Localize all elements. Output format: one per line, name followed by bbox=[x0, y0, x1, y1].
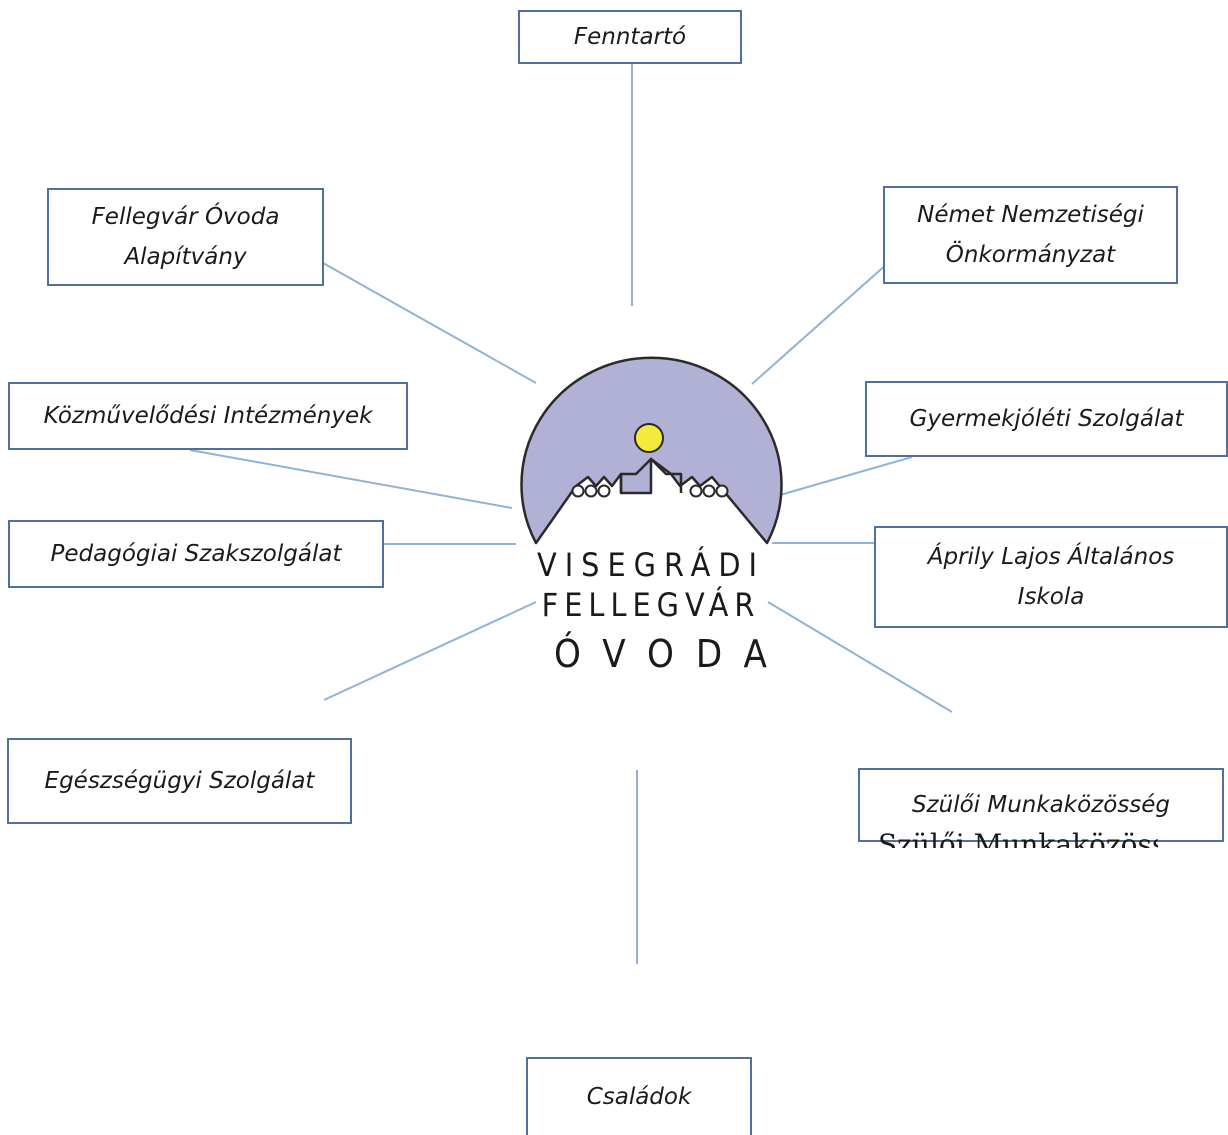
node-alapitvany: Fellegvár Óvoda Alapítvány bbox=[47, 188, 324, 286]
node-egeszsegugyi: Egészségügyi Szolgálat bbox=[7, 738, 352, 824]
node-label: Fellegvár Óvoda Alapítvány bbox=[91, 204, 280, 270]
node-label: Fenntartó bbox=[573, 24, 687, 50]
node-szuloi: Szülői Munkaközösség bbox=[858, 768, 1224, 842]
node-fenntarto: Fenntartó bbox=[518, 10, 742, 64]
sun-icon bbox=[634, 423, 664, 453]
arrow-icon bbox=[619, 457, 683, 493]
connector-alapitvany bbox=[322, 262, 537, 384]
people-right-icon bbox=[689, 484, 729, 498]
connector-gyermekjoleti bbox=[779, 456, 913, 496]
logo-line2: FELLEGVÁR bbox=[541, 586, 761, 624]
logo-line3: ÓVODA bbox=[554, 632, 789, 676]
node-kozmuvelodesi: Közművelődési Intézmények bbox=[8, 382, 408, 450]
node-label: Családok bbox=[586, 1084, 692, 1110]
people-left-icon bbox=[571, 484, 611, 498]
node-iskola: Áprily Lajos Általános Iskola bbox=[874, 526, 1228, 628]
node-pedagogiai: Pedagógiai Szakszolgálat bbox=[8, 520, 384, 588]
node-label: Német Nemzetiségi Önkormányzat bbox=[917, 202, 1144, 268]
logo-line1: VISEGRÁDI bbox=[537, 546, 765, 584]
node-label: Pedagógiai Szakszolgálat bbox=[50, 541, 342, 567]
duplicate-text-artifact: Szülői Munkaközösség bbox=[878, 828, 1158, 848]
connector-nemzetisegi bbox=[751, 262, 889, 385]
node-nemzetisegi: Német Nemzetiségi Önkormányzat bbox=[883, 186, 1178, 284]
node-label: Szülői Munkaközösség bbox=[911, 792, 1171, 818]
node-csaladok: Családok bbox=[526, 1057, 752, 1135]
connector-kozmuvelodesi bbox=[189, 449, 513, 509]
node-label: Közművelődési Intézmények bbox=[43, 403, 373, 429]
node-label: Egészségügyi Szolgálat bbox=[44, 768, 315, 794]
connector-szuloi bbox=[767, 601, 953, 713]
node-label: Gyermekjóléti Szolgálat bbox=[909, 406, 1184, 432]
node-gyermekjoleti: Gyermekjóléti Szolgálat bbox=[865, 381, 1228, 457]
node-label: Áprily Lajos Általános Iskola bbox=[927, 544, 1175, 610]
connector-egeszsegugyi bbox=[323, 601, 537, 701]
